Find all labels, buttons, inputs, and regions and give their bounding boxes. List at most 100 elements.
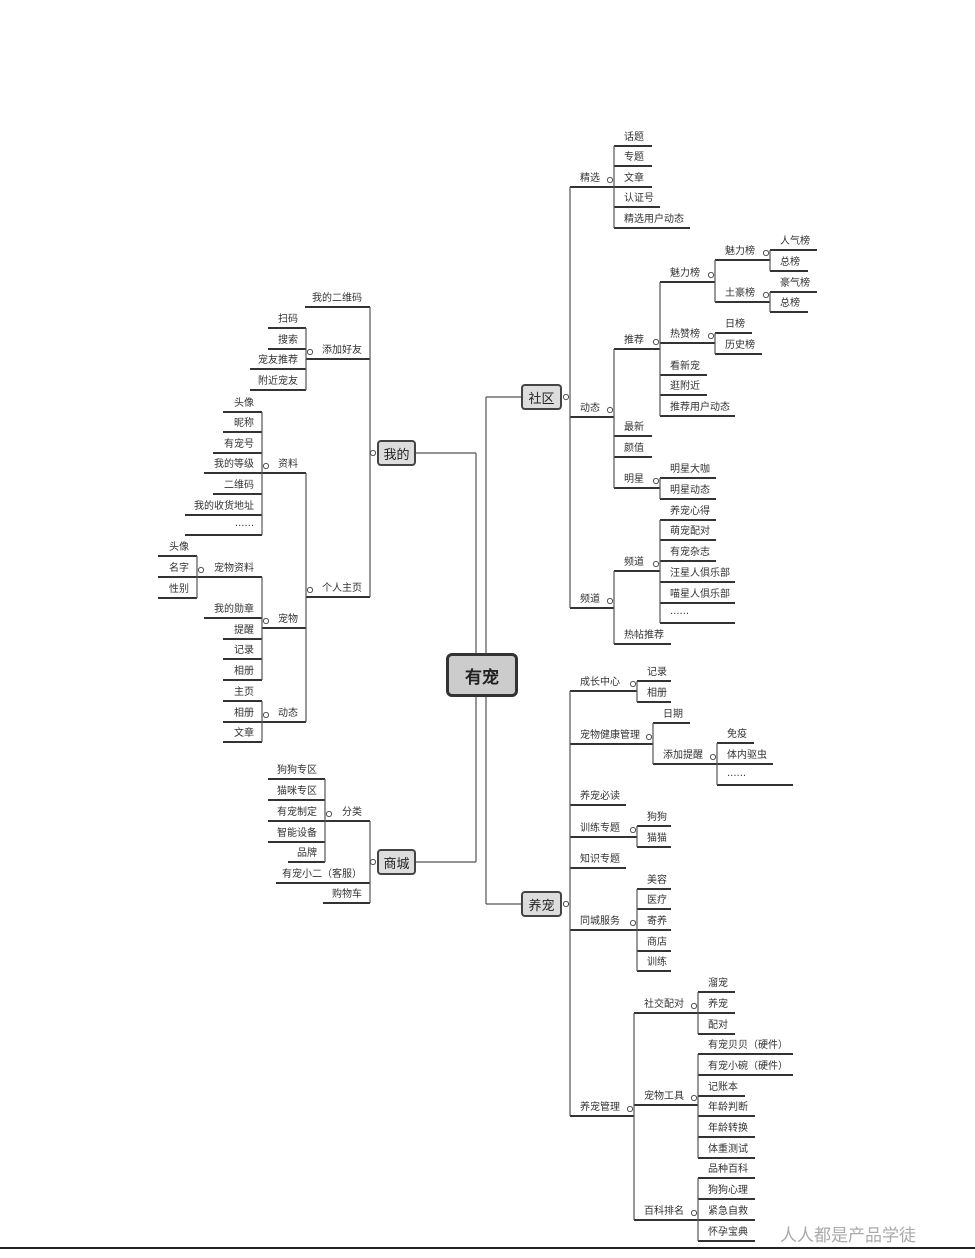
topic-node[interactable]: 人气榜 — [780, 236, 810, 247]
collapse-toggle-icon[interactable] — [325, 810, 333, 818]
collapse-toggle-icon[interactable] — [606, 597, 614, 605]
collapse-toggle-icon[interactable] — [762, 291, 770, 299]
topic-node[interactable]: 明星大咖 — [670, 464, 710, 475]
topic-node[interactable]: 我的等级 — [214, 459, 254, 470]
branch-node[interactable]: 商城 — [377, 849, 416, 875]
collapse-toggle-icon[interactable] — [306, 586, 314, 594]
collapse-toggle-icon[interactable] — [626, 1105, 634, 1113]
topic-node[interactable]: 魅力榜 — [670, 268, 700, 279]
topic-node[interactable]: 分类 — [342, 807, 362, 818]
topic-node[interactable]: 名字 — [169, 563, 189, 574]
topic-node[interactable]: 商店 — [647, 937, 667, 948]
topic-node[interactable]: 推荐 — [624, 335, 644, 346]
topic-node[interactable]: 性别 — [169, 584, 189, 595]
topic-node[interactable]: 年龄判断 — [708, 1102, 748, 1113]
topic-node[interactable]: 宠物 — [278, 614, 298, 625]
collapse-toggle-icon[interactable] — [629, 826, 637, 834]
topic-node[interactable]: 我的收货地址 — [194, 501, 254, 512]
topic-node[interactable]: 话题 — [624, 132, 644, 143]
topic-node[interactable]: 主页 — [234, 687, 254, 698]
collapse-toggle-icon[interactable] — [606, 176, 614, 184]
collapse-toggle-icon[interactable] — [652, 560, 660, 568]
topic-node[interactable]: 有宠小二（客服） — [282, 869, 362, 880]
collapse-toggle-icon[interactable] — [709, 753, 717, 761]
topic-node[interactable]: 总榜 — [780, 298, 800, 309]
topic-node[interactable]: 头像 — [234, 398, 254, 409]
topic-node[interactable]: 明星动态 — [670, 485, 710, 496]
topic-node[interactable]: 逛附近 — [670, 381, 700, 392]
topic-node[interactable]: 品种百科 — [708, 1164, 748, 1175]
collapse-toggle-icon[interactable] — [197, 566, 205, 574]
topic-node[interactable]: 寄养 — [647, 916, 667, 927]
topic-node[interactable]: 喵星人俱乐部 — [670, 589, 730, 600]
topic-node[interactable]: 日期 — [663, 709, 683, 720]
topic-node[interactable]: 溜宠 — [708, 978, 728, 989]
collapse-toggle-icon[interactable] — [629, 680, 637, 688]
topic-node[interactable]: 看新宠 — [670, 361, 700, 372]
topic-node[interactable]: 二维码 — [224, 480, 254, 491]
collapse-toggle-icon[interactable] — [262, 462, 270, 470]
topic-node[interactable]: 宠物资料 — [214, 563, 254, 574]
topic-node[interactable]: 文章 — [234, 728, 254, 739]
topic-node[interactable]: 土豪榜 — [725, 288, 755, 299]
topic-node[interactable]: ······ — [234, 521, 254, 532]
topic-node[interactable]: 宠物健康管理 — [580, 730, 640, 741]
topic-node[interactable]: 动态 — [278, 708, 298, 719]
topic-node[interactable]: 专题 — [624, 152, 644, 163]
topic-node[interactable]: 昵称 — [234, 418, 254, 429]
topic-node[interactable]: 汪星人俱乐部 — [670, 568, 730, 579]
topic-node[interactable]: 养宠 — [708, 999, 728, 1010]
collapse-toggle-icon[interactable] — [652, 477, 660, 485]
topic-node[interactable]: 训练 — [647, 957, 667, 968]
collapse-toggle-icon[interactable] — [690, 1002, 698, 1010]
collapse-toggle-icon[interactable] — [690, 1209, 698, 1217]
topic-node[interactable]: 个人主页 — [322, 583, 362, 594]
collapse-toggle-icon[interactable] — [562, 393, 570, 401]
topic-node[interactable]: 体重测试 — [708, 1144, 748, 1155]
branch-node[interactable]: 我的 — [377, 440, 416, 466]
topic-node[interactable]: 成长中心 — [580, 677, 620, 688]
collapse-toggle-icon[interactable] — [369, 858, 377, 866]
topic-node[interactable]: 免疫 — [727, 729, 747, 740]
topic-node[interactable]: 养宠必读 — [580, 791, 620, 802]
topic-node[interactable]: 怀孕宝典 — [708, 1227, 748, 1238]
collapse-toggle-icon[interactable] — [262, 711, 270, 719]
topic-node[interactable]: 宠物工具 — [644, 1091, 684, 1102]
collapse-toggle-icon[interactable] — [306, 348, 314, 356]
topic-node[interactable]: 记账本 — [708, 1082, 738, 1093]
topic-node[interactable]: 猫猫 — [647, 833, 667, 844]
topic-node[interactable]: 日榜 — [725, 319, 745, 330]
topic-node[interactable]: 紧急自救 — [708, 1206, 748, 1217]
topic-node[interactable]: 热赞榜 — [670, 329, 700, 340]
topic-node[interactable]: 品牌 — [297, 848, 317, 859]
topic-node[interactable]: 资料 — [278, 459, 298, 470]
topic-node[interactable]: 有宠贝贝（硬件） — [708, 1040, 788, 1051]
topic-node[interactable]: 精选用户动态 — [624, 214, 684, 225]
topic-node[interactable]: 魅力榜 — [725, 246, 755, 257]
topic-node[interactable]: 记录 — [234, 645, 254, 656]
topic-node[interactable]: 狗狗专区 — [277, 765, 317, 776]
collapse-toggle-icon[interactable] — [690, 1094, 698, 1102]
topic-node[interactable]: 附近宠友 — [258, 376, 298, 387]
collapse-toggle-icon[interactable] — [762, 249, 770, 257]
topic-node[interactable]: 养宠心得 — [670, 506, 710, 517]
topic-node[interactable]: ······ — [727, 771, 747, 782]
topic-node[interactable]: 狗狗心理 — [708, 1185, 748, 1196]
collapse-toggle-icon[interactable] — [629, 919, 637, 927]
collapse-toggle-icon[interactable] — [369, 449, 377, 457]
topic-node[interactable]: 相册 — [647, 688, 667, 699]
topic-node[interactable]: 医疗 — [647, 895, 667, 906]
topic-node[interactable]: 添加好友 — [322, 345, 362, 356]
topic-node[interactable]: 频道 — [580, 594, 600, 605]
topic-node[interactable]: 历史榜 — [725, 340, 755, 351]
topic-node[interactable]: 热帖推荐 — [624, 630, 664, 641]
topic-node[interactable]: 添加提醒 — [663, 750, 703, 761]
collapse-toggle-icon[interactable] — [707, 332, 715, 340]
collapse-toggle-icon[interactable] — [606, 406, 614, 414]
root-node[interactable]: 有宠 — [446, 653, 518, 697]
topic-node[interactable]: 文章 — [624, 173, 644, 184]
topic-node[interactable]: 体内驱虫 — [727, 750, 767, 761]
topic-node[interactable]: 频道 — [624, 557, 644, 568]
collapse-toggle-icon[interactable] — [645, 733, 653, 741]
topic-node[interactable]: 扫码 — [278, 314, 298, 325]
